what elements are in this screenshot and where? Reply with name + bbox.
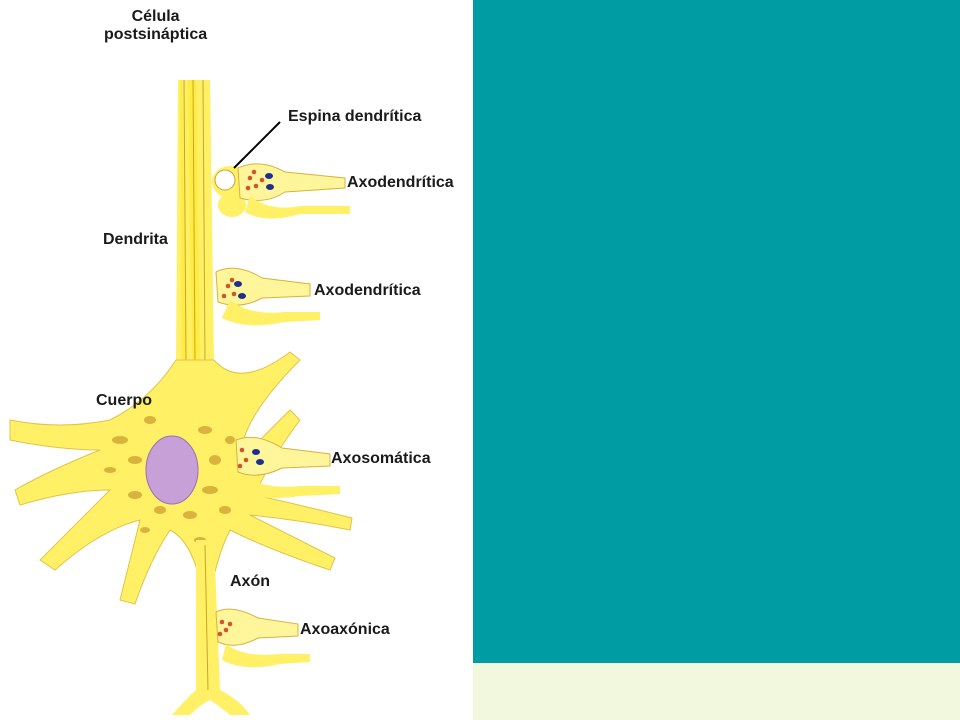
nucleus — [145, 435, 199, 505]
spine-pointer-line — [233, 121, 281, 169]
title-label: Célula postsináptica — [104, 8, 208, 43]
axosomatic-terminal — [235, 436, 340, 498]
axoaxonica-label: Axoaxónica — [300, 621, 390, 638]
neuron-diagram — [9, 79, 353, 715]
dendrita-label: Dendrita — [103, 231, 168, 248]
axodendritica-label-2: Axodendrítica — [314, 282, 421, 299]
cuerpo-label: Cuerpo — [96, 392, 152, 409]
axoaxonic-terminal — [215, 608, 310, 668]
cream-strip — [473, 663, 960, 720]
axon — [172, 540, 250, 715]
axodendritic-terminal-2 — [215, 267, 320, 326]
cell-body — [9, 351, 353, 605]
dendrite-trunk — [176, 79, 214, 370]
espina-label: Espina dendrítica — [288, 108, 422, 125]
axodendritic-terminal-1 — [237, 163, 350, 219]
axodendritica-label-1: Axodendrítica — [347, 174, 454, 191]
axosomatica-label: Axosomática — [331, 450, 431, 467]
axon-label: Axón — [230, 573, 270, 590]
teal-panel — [473, 0, 960, 663]
